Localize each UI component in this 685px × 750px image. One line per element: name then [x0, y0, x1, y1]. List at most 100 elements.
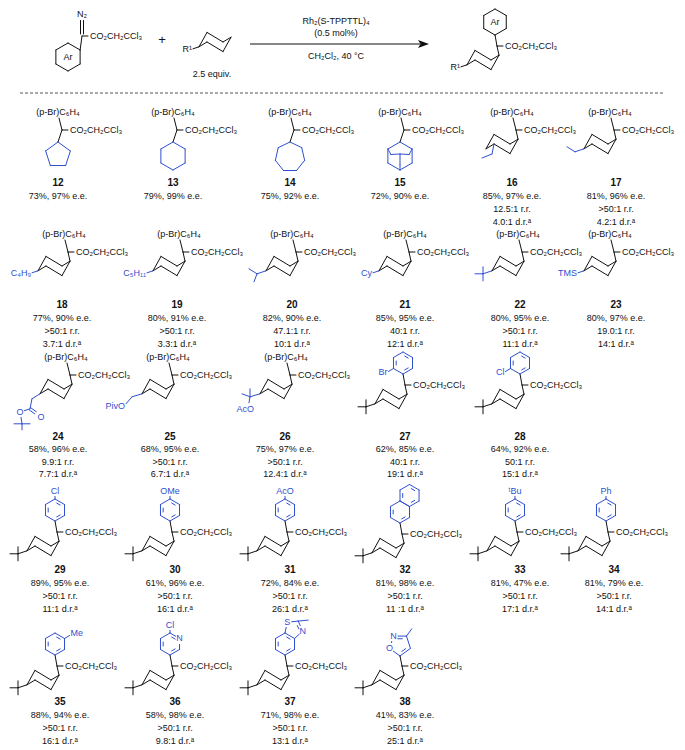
bond-line	[281, 541, 289, 546]
atom-label: Ar	[64, 52, 73, 62]
bond-line	[515, 499, 525, 505]
bond-line	[57, 666, 59, 675]
bond-line	[511, 541, 519, 546]
bond-line	[396, 543, 404, 557]
bond-line	[290, 375, 296, 376]
atom-label: O	[386, 643, 393, 653]
bond-line	[150, 389, 166, 399]
atom-label: (p-Br)C₆H₄	[151, 107, 194, 117]
bond-line	[596, 499, 606, 505]
result-value: 13:1 d.r.ᵃ	[272, 736, 308, 746]
result-value: 81%, 47% e.e.	[491, 578, 550, 588]
bond-line	[287, 515, 290, 517]
bond-line	[133, 688, 134, 695]
bond-line	[51, 541, 59, 555]
bond-line	[133, 551, 142, 554]
arrow-head	[418, 40, 429, 48]
bond-line	[170, 655, 172, 666]
bond-line	[172, 637, 175, 639]
bond-line	[608, 503, 611, 505]
bond-line	[275, 160, 283, 170]
bond-line	[70, 375, 76, 376]
atom-label: N₂	[77, 9, 87, 19]
bond-line	[48, 508, 49, 512]
bond-line	[287, 637, 290, 639]
bond-line	[35, 670, 51, 680]
bond-line	[248, 554, 249, 561]
bond-line	[207, 42, 223, 52]
bond-line	[495, 546, 511, 556]
atom-label: CO₂CH₂CCl₃	[180, 527, 232, 537]
result-value: 15:1 d.r.ᵃ	[502, 469, 538, 479]
bond-line	[64, 384, 72, 389]
bond-line	[524, 505, 525, 516]
result-value: 75%, 92% e.e.	[261, 191, 320, 201]
bond-line	[257, 536, 265, 550]
bond-line	[179, 643, 180, 650]
bond-line	[183, 252, 185, 261]
bond-line	[513, 361, 514, 365]
bond-line	[363, 685, 372, 688]
bond-line	[18, 688, 19, 695]
atom-label: (p-Br)C₆H₄	[36, 107, 79, 117]
result-value: >50:1 r.r.	[267, 457, 302, 467]
bond-line	[281, 675, 289, 689]
atom-label: Cl	[51, 486, 60, 496]
bond-line	[292, 621, 298, 623]
result-value: 75%, 97% e.e.	[256, 444, 315, 454]
bond-line	[400, 165, 401, 170]
bond-line	[169, 363, 172, 375]
bond-line	[38, 256, 46, 270]
atom-label: CO₂CH₂CCl₃	[302, 125, 354, 135]
bond-line	[51, 675, 59, 680]
atom-label: CO₂CH₂CCl₃	[304, 247, 356, 257]
bond-line	[207, 32, 223, 42]
bond-line	[275, 639, 276, 650]
bond-line	[293, 240, 296, 252]
result-value: >50:1 r.r.	[157, 723, 192, 733]
bond-line	[163, 642, 164, 646]
atom-label: OMe	[160, 486, 180, 496]
bond-line	[355, 555, 363, 556]
bond-line	[125, 553, 133, 554]
atom-label: CO₂CH₂CCl₃	[180, 370, 232, 380]
bond-line	[170, 633, 176, 636]
atom-label: ᵗBu	[509, 486, 522, 496]
bond-line	[294, 130, 300, 131]
bond-line	[45, 639, 46, 650]
atom-label: (p-Br)C₆H₄	[157, 229, 200, 239]
bond-line	[608, 139, 616, 153]
bond-line	[409, 149, 412, 155]
bond-line	[287, 363, 290, 375]
bond-line	[133, 547, 134, 554]
bond-line	[393, 352, 403, 358]
bond-line	[57, 503, 60, 505]
atom-label: CO₂CH₂CCl₃	[412, 125, 464, 135]
compound-number: 31	[284, 564, 295, 576]
bond-line	[302, 148, 305, 161]
result-value: >50:1 r.r.	[598, 204, 633, 214]
bond-line	[390, 507, 391, 518]
bond-line	[285, 499, 295, 505]
bond-line	[48, 389, 64, 399]
atom-label: CO₂CH₂CCl₃	[185, 125, 237, 135]
bond-line	[522, 252, 528, 253]
result-value: 3.7:1 d.r.ᵃ	[43, 339, 81, 349]
bond-line	[45, 505, 46, 516]
bond-line	[599, 508, 600, 512]
bond-line	[50, 165, 65, 166]
bond-line	[133, 681, 134, 688]
bond-line	[484, 29, 495, 36]
result-value: 89%, 95% e.e.	[31, 578, 90, 588]
bond-line	[170, 650, 180, 656]
bond-line	[522, 368, 525, 370]
bond-line	[57, 649, 60, 651]
result-value: 81%, 98% e.e.	[376, 578, 435, 588]
bond-line	[586, 546, 602, 556]
bond-line	[400, 163, 412, 170]
bond-line	[64, 505, 65, 516]
bond-line	[400, 154, 409, 156]
bond-line	[366, 407, 367, 414]
bond-line	[290, 142, 302, 148]
bond-line	[166, 541, 174, 555]
